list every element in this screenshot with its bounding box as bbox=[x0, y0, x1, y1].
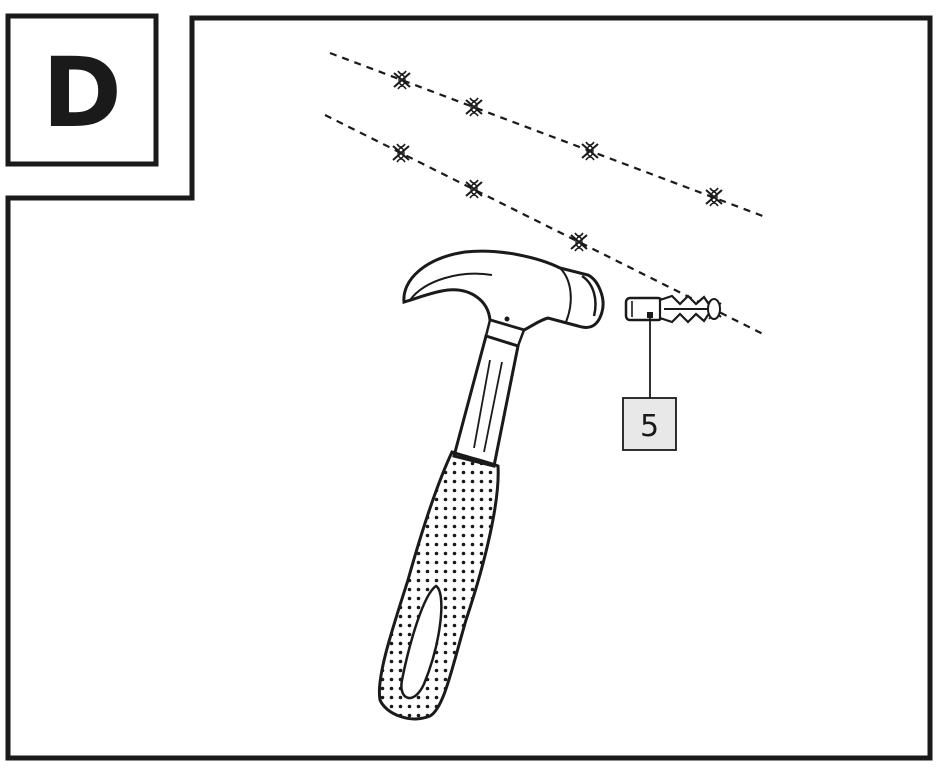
callout-box bbox=[622, 397, 677, 451]
callout-number: 5 bbox=[640, 409, 659, 444]
drill-mark-icon bbox=[465, 97, 483, 117]
drill-mark-icon bbox=[581, 141, 599, 161]
guide-line-top bbox=[329, 51, 769, 220]
drill-mark-icon bbox=[465, 179, 483, 199]
claw-hammer-icon bbox=[377, 249, 605, 721]
step-letter: D bbox=[42, 37, 122, 149]
hammer-head bbox=[402, 249, 605, 332]
drill-mark-icon bbox=[393, 70, 411, 90]
step-label-box bbox=[5, 13, 159, 167]
drill-mark-icon bbox=[705, 187, 723, 207]
hammer-grip bbox=[377, 450, 500, 721]
outer-frame bbox=[5, 15, 933, 761]
callout-anchor-point bbox=[647, 312, 653, 318]
drill-mark-icon bbox=[392, 143, 410, 163]
hammer-grip-slot bbox=[400, 584, 443, 699]
drill-mark-icon bbox=[570, 232, 588, 252]
wall-plug-anchor-icon bbox=[624, 294, 721, 324]
